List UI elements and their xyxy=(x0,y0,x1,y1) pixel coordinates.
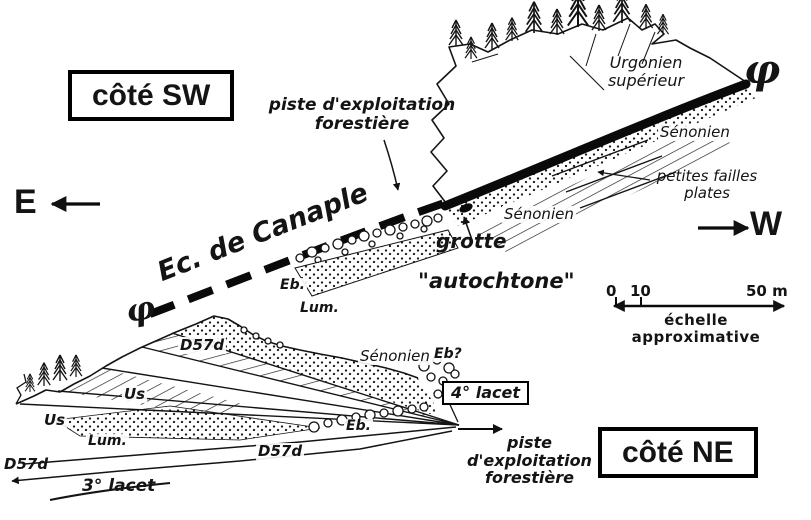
lum-upper-label: Lum. xyxy=(298,300,341,317)
phi-symbol-right: φ xyxy=(744,46,781,93)
piste-label-lower-line3: forestière xyxy=(485,468,574,488)
thrust-fault-line xyxy=(440,79,751,211)
piste-label-upper-line2: forestière xyxy=(314,113,410,134)
lower-road-line xyxy=(23,426,457,465)
failles-line1: petites failles xyxy=(656,167,758,185)
grotte-label: grotte xyxy=(436,229,507,253)
failles-label: petites failles plates xyxy=(648,168,766,201)
urgonien-leader-line xyxy=(569,55,605,91)
dotted-beds-main xyxy=(172,316,438,414)
d57d-top-label: D57d xyxy=(178,336,227,354)
phi-symbol-left: φ xyxy=(122,287,158,331)
scale-tick-50m: 50 m xyxy=(746,282,788,300)
us-lower-label: Us xyxy=(42,411,68,429)
eb-lower-label: Eb. xyxy=(344,418,373,435)
hatched-beds-upper-left xyxy=(142,333,459,425)
ne-title-box: côté NE xyxy=(598,427,758,478)
scale-caption: échelle approximative xyxy=(631,311,761,346)
senonien-mid-label: Sénonien xyxy=(502,205,576,223)
urgonien-label: Urgonien supérieur xyxy=(596,54,696,89)
lacet4-box-label: 4° lacet xyxy=(442,381,529,405)
lumachelle-dotted-band-lower xyxy=(53,405,321,441)
dotted-band-under-thrust xyxy=(447,86,758,226)
hatched-beds-lower-left xyxy=(58,368,250,416)
lacet3-underline xyxy=(49,482,171,501)
piste-label-lower-line2: d'exploitation xyxy=(467,450,592,470)
sw-title-box: côté SW xyxy=(68,70,235,121)
d57d-exit-label: D57d xyxy=(4,455,49,473)
compass-east-label: E xyxy=(14,183,37,221)
upper-cliff-massif xyxy=(430,17,747,204)
piste-label-lower-line1: piste xyxy=(507,433,552,452)
eb-upper-label: Eb. xyxy=(278,277,307,294)
scale-tick-0: 0 xyxy=(606,282,617,300)
piste-pointer-arrow xyxy=(383,139,401,191)
scree-boulders-upper xyxy=(295,213,443,264)
scale-bar xyxy=(612,297,786,312)
senonien-upper-label: Sénonien xyxy=(658,123,732,141)
grotte-pointer-arrow xyxy=(462,216,473,241)
autochtone-label: "autochtone" xyxy=(418,269,575,293)
us-upper-label: Us xyxy=(122,385,148,403)
failles-line2: plates xyxy=(684,183,730,202)
urgonien-line2: supérieur xyxy=(607,70,685,90)
rock-joint-lines xyxy=(471,23,656,67)
eb-query-label: Eb? xyxy=(432,346,464,363)
cave-mark xyxy=(459,203,473,213)
piste-label-upper-line1: piste d'exploitation xyxy=(268,95,456,115)
piste-label-upper: piste d'exploitation forestière xyxy=(262,96,462,133)
d57d-mid-label: D57d xyxy=(256,442,305,460)
scale-tick-10: 10 xyxy=(630,282,651,300)
d57-road-line xyxy=(11,430,453,485)
failles-pointer-arrow xyxy=(597,169,651,181)
forest-road-dashes xyxy=(148,197,452,318)
compass-west-label: W xyxy=(750,205,783,243)
piste-label-lower: piste d'exploitation forestière xyxy=(462,434,597,487)
lum-lower-label: Lum. xyxy=(86,433,129,450)
ridge-outline xyxy=(15,315,419,405)
senonien-lower-label: Sénonien xyxy=(358,347,432,365)
urgonien-line1: Urgonien xyxy=(609,53,683,72)
lacet3-label: 3° lacet xyxy=(82,476,156,496)
